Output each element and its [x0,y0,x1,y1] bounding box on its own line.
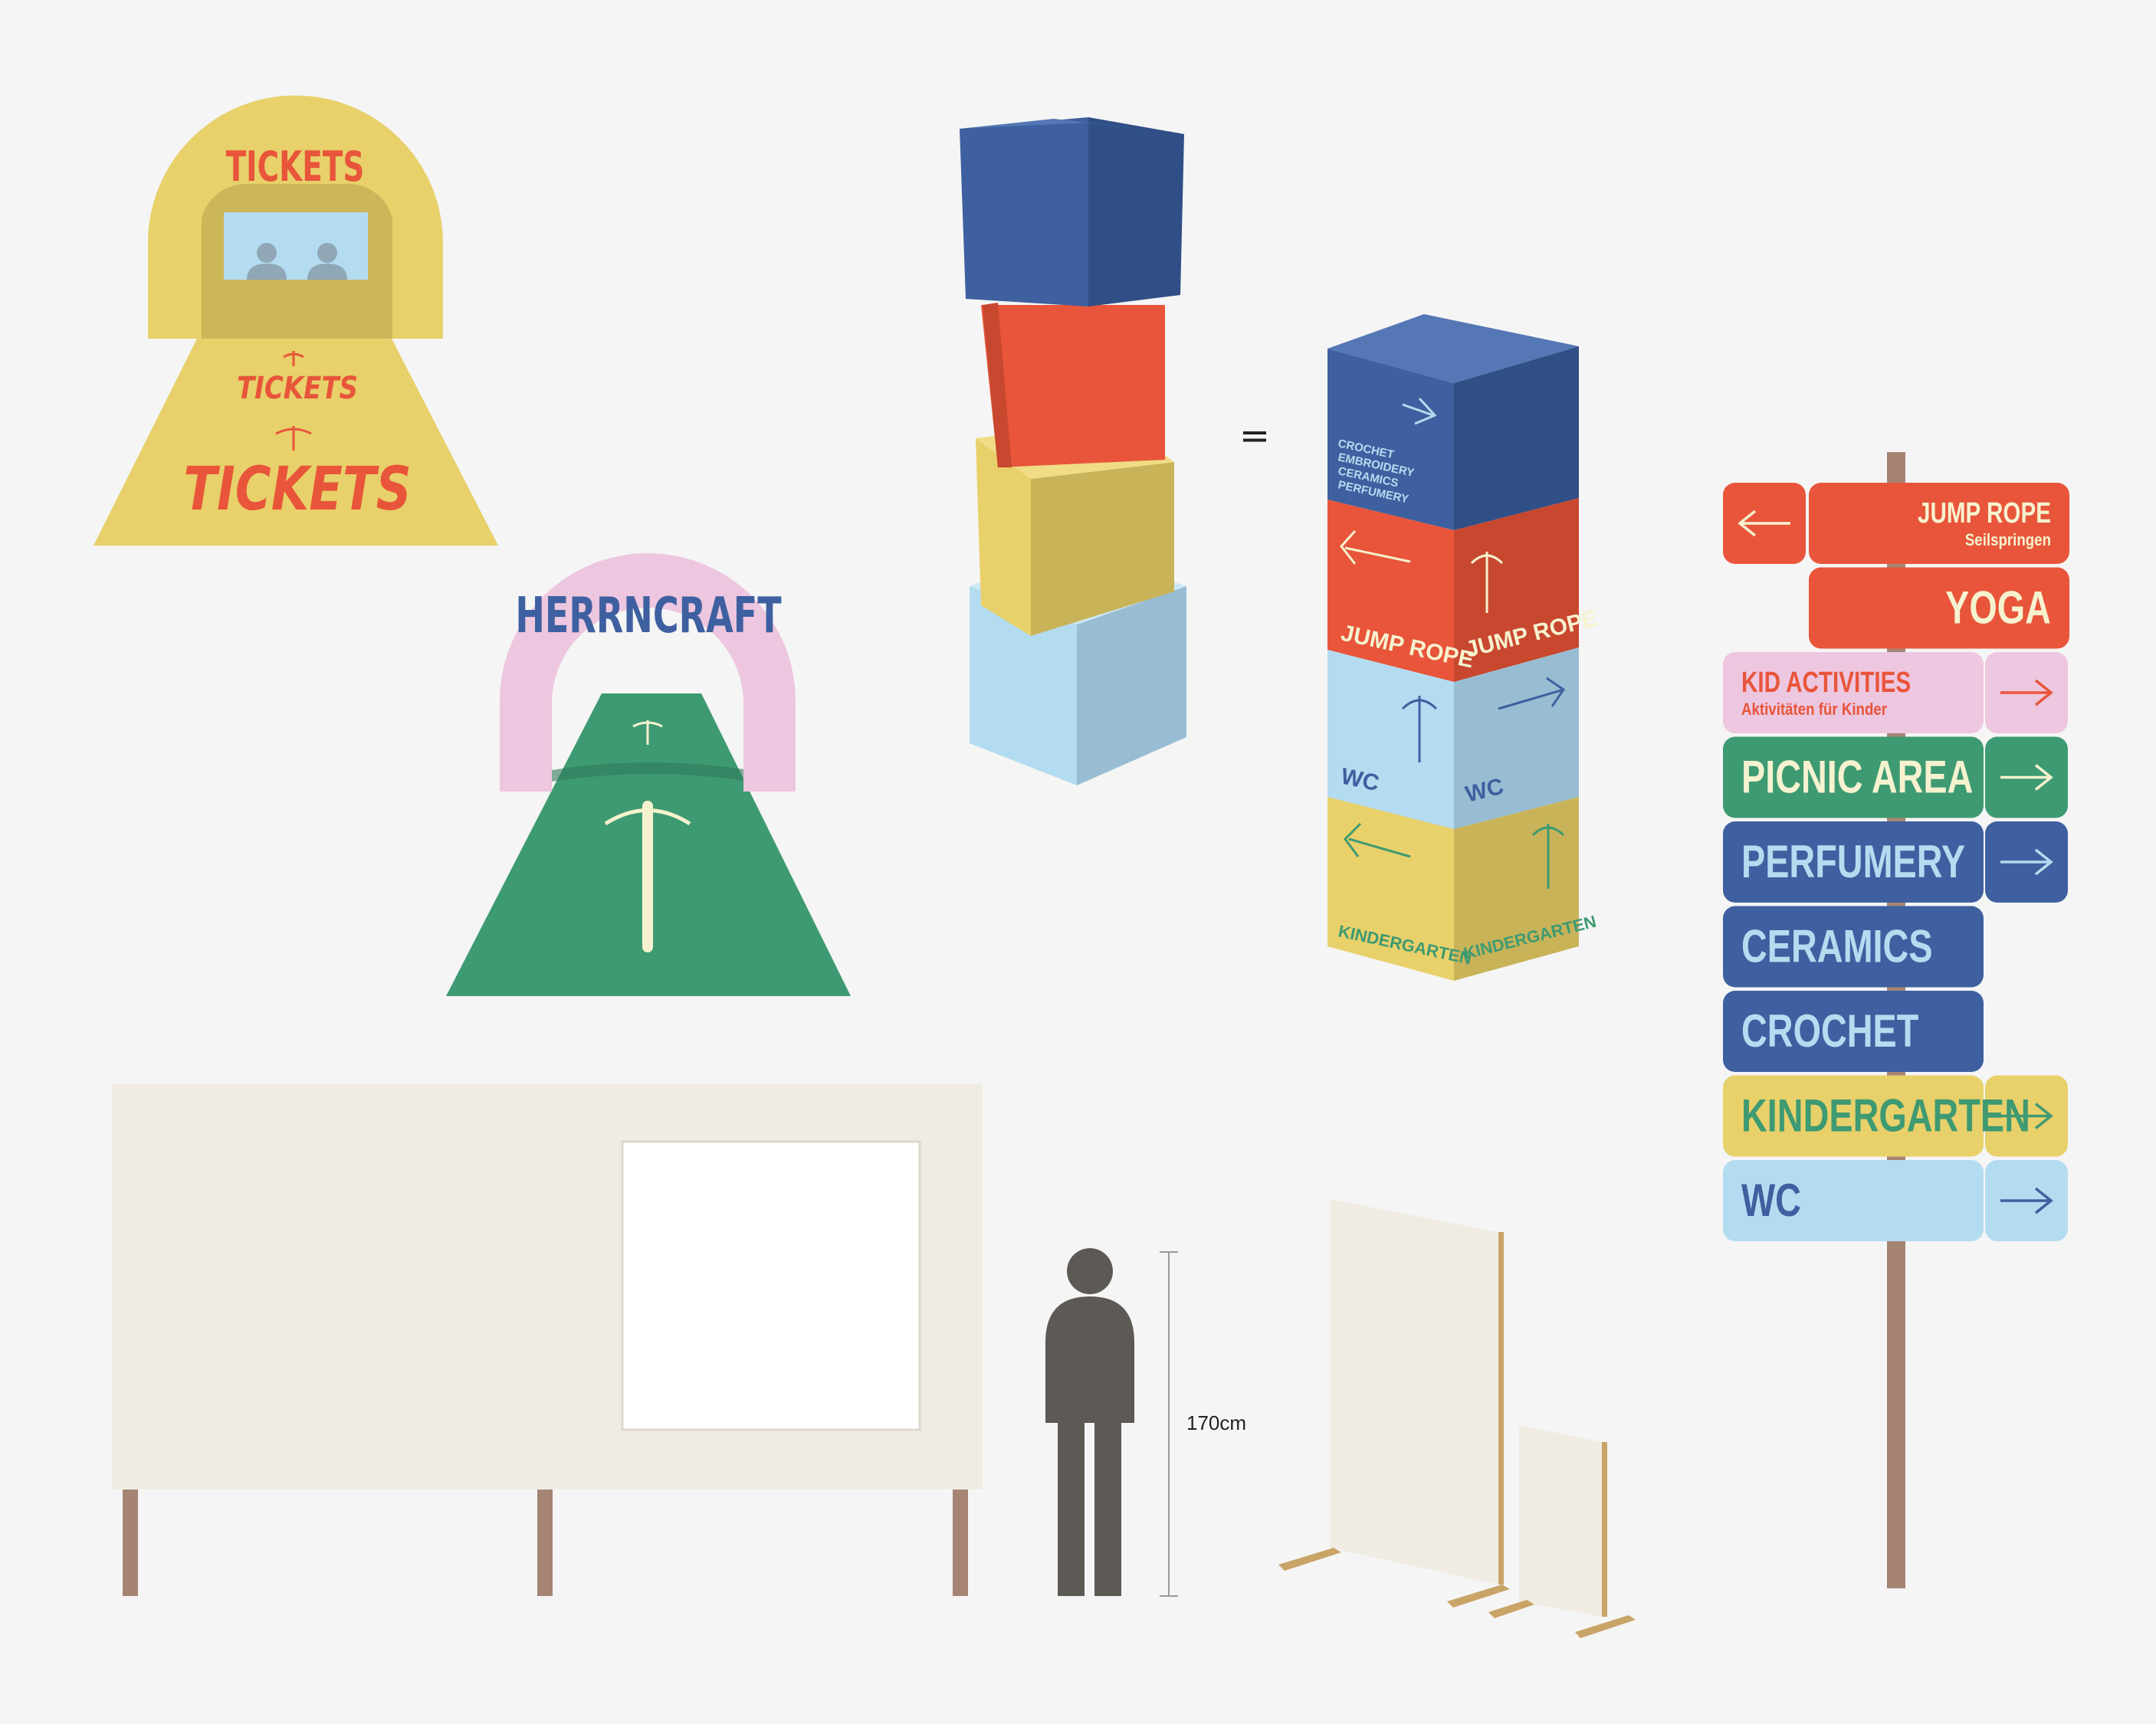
herrncraft-arch-entrance: HERRNCRAFT [446,553,851,996]
signpost-row: CROCHET [1723,991,1984,1072]
tower-red-block-arrow-up [1470,552,1504,613]
signpost-board [1723,1160,1984,1241]
signpost-row: JUMP ROPE Seilspringen [1723,483,2069,564]
signpost-board [1809,483,2069,564]
signpost-board [1723,991,1984,1072]
short-panel-foot [1575,1615,1636,1638]
board-leg [537,1486,553,1596]
herrncraft-path-shadow [552,762,750,782]
arrow-right-icon [2000,679,2053,706]
signpost-row: KID ACTIVITIES Aktivitäten für Kinder [1723,652,2068,733]
freestanding-panels [1278,1199,1636,1638]
ticket-floor-label-small: TICKETS [237,370,358,405]
tower-red-block-arrow-left [1340,529,1411,565]
signpost-row: CERAMICS [1723,906,1984,988]
signpost-label: KINDERGARTEN [1741,1090,2030,1142]
person-leg [1094,1423,1121,1596]
person-scale-reference [1045,1248,1134,1596]
signpost-board [1723,736,1984,818]
tower-yellow-arrow-up-side [1531,824,1565,889]
arrow-right-icon [2000,1187,2053,1214]
ticket-booth: TICKETS TICKETS TICKETS [94,95,498,546]
height-label: 170cm [1186,1411,1246,1434]
person-body [1045,1296,1134,1423]
signpost-label: PICNIC AREA [1741,752,1973,803]
person-leg [1058,1423,1085,1596]
arrow-right-icon [2000,1103,2053,1129]
arrow-right-icon [2000,848,2053,876]
signpost-row: PERFUMERY [1723,821,2068,903]
board-leg [123,1486,138,1596]
signpost-row: WC [1723,1160,2068,1241]
signpost-row: KINDERGARTEN [1723,1075,2068,1157]
ticket-attendants-icon [247,243,347,280]
signpost-label: CERAMICS [1741,921,1933,972]
signpost-label: JUMP ROPE [1918,497,2051,529]
person-head [1067,1248,1113,1294]
signpost-board [1723,906,1984,988]
signpost-sublabel: Seilspringen [1965,532,2051,550]
tower-blue-block-arrow [1402,397,1437,425]
signpost-board [1809,567,2069,649]
signpost-label: YOGA [1945,582,2051,634]
tall-panel-edge [1498,1232,1504,1585]
short-panel-foot [1488,1600,1534,1618]
signpost-row: PICNIC AREA [1723,736,2068,818]
signpost-label: CROCHET [1741,1005,1918,1057]
tall-panel-foot [1278,1548,1341,1571]
equals-sign: = [1239,415,1270,457]
herrncraft-arrow-large [604,801,691,952]
ticket-floor-arrow-medium [275,426,312,451]
tower-lightblue-arrow-right-side [1498,677,1566,710]
tower-lightblue-arrow-up-front [1401,696,1438,762]
signpost-label: WC [1741,1175,1801,1226]
tall-panel-foot [1447,1585,1510,1608]
tower-yellow-arrow-left-front [1344,822,1411,858]
herrncraft-arrow-small [632,720,663,745]
tall-panel-face [1330,1199,1498,1585]
short-panel-edge [1602,1442,1607,1617]
board-window [621,1140,921,1431]
herrncraft-arch [500,553,796,792]
signpost-row: YOGA [1809,567,2069,649]
height-dimension-line [1160,1251,1178,1597]
ticket-floor-trapezoid [94,337,498,546]
display-board [112,1083,983,1596]
arrow-left-icon [1738,510,1790,537]
assembled-signage-tower: CROCHET EMBROIDERY CERAMICS PERFUMERY JU… [1327,314,1600,981]
signpost-label: KID ACTIVITIES [1741,667,1911,699]
signpost-board [1723,652,1984,733]
ticket-floor-label-large: TICKETS [183,454,411,524]
signpost-label: PERFUMERY [1741,836,1965,887]
signpost-board [1723,821,1984,903]
board-leg [953,1486,968,1596]
signpost-sublabel: Aktivitäten für Kinder [1741,701,1887,719]
signpost-board [1723,1075,1984,1157]
short-panel-face [1519,1425,1602,1617]
arrow-right-icon [2000,764,2053,791]
ticket-floor-arrow-small [283,351,304,366]
herrncraft-label: HERRNCRAFT [515,587,781,644]
ticket-arch-label: TICKETS [226,143,365,192]
loose-cube-stack [960,117,1186,785]
ticket-window [224,212,368,280]
